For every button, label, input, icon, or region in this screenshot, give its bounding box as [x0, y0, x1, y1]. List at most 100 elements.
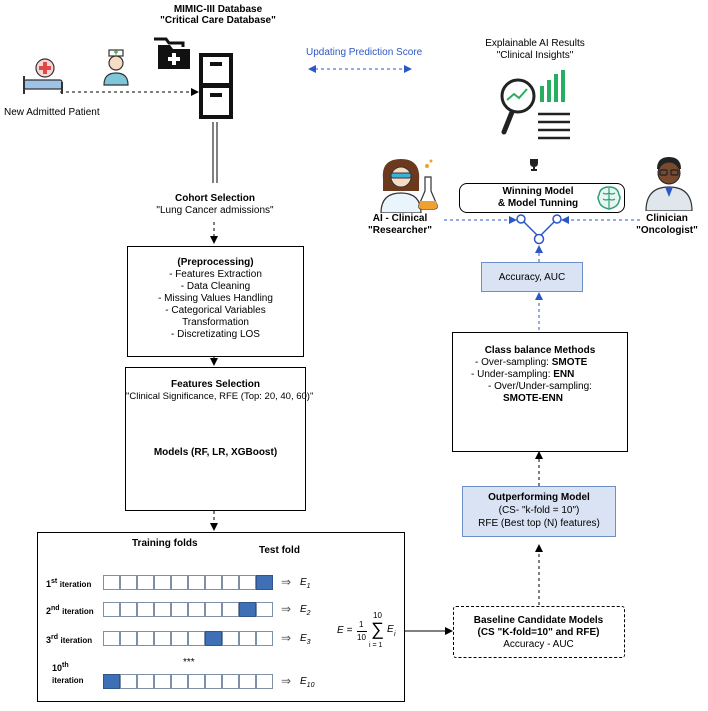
training-fold-cell [120, 631, 137, 646]
training-fold-cell [120, 602, 137, 617]
accuracy-box: Accuracy, AUC [481, 262, 583, 292]
winning-line2: & Model Tunning [497, 198, 579, 209]
preprocessing-item: - Missing Values Handling [158, 293, 273, 304]
undersampling-method: ENN [553, 369, 575, 380]
iteration-word: iteration [62, 607, 94, 616]
patient-label: New Admitted Patient [4, 107, 100, 118]
test-fold-cell [239, 602, 256, 617]
training-fold-cell [103, 602, 120, 617]
updating-label: Updating Prediction Score [306, 47, 423, 58]
training-fold-cell [120, 575, 137, 590]
formula-top: 10 [373, 611, 382, 620]
overunder-label: - Over/Under-sampling: [488, 381, 592, 392]
iteration-arrow-icon: ⇒ [281, 674, 292, 688]
cv-box [37, 532, 405, 702]
iteration-arrow-icon: ⇒ [281, 631, 292, 645]
training-fold-cell [188, 631, 205, 646]
database-title: MIMIC-III Database [173, 4, 263, 15]
iteration-word: iteration [59, 580, 92, 589]
trophy-icon [527, 158, 541, 172]
preprocessing-box: (Preprocessing) - Features Extraction - … [127, 246, 304, 357]
class-balance-box: Class balance Methods - Over-sampling: S… [452, 332, 628, 452]
iteration-label: 1st iteration [46, 576, 91, 591]
outperforming-box: Outperforming Model (CS- "k-fold = 10") … [462, 486, 616, 537]
researcher-icon [373, 157, 443, 214]
clinician-icon [644, 153, 694, 212]
features-title: Features Selection [171, 379, 260, 390]
formula-den: 10 [357, 633, 366, 642]
preprocessing-title: (Preprocessing) [177, 257, 254, 268]
researcher-line1: AI - Clinical [372, 213, 428, 224]
iteration-suffix: th [62, 662, 69, 669]
preprocessing-item: - Discretizating LOS [171, 329, 260, 340]
training-fold-cell [103, 631, 120, 646]
training-fold-cell [188, 674, 205, 689]
iteration-arrow-icon: ⇒ [281, 602, 292, 616]
training-fold-cell [137, 602, 154, 617]
magnifier-chart-icon [498, 70, 574, 148]
iteration-number: 10 [52, 663, 63, 673]
baseline-box: Baseline Candidate Models (CS "K-fold=10… [453, 606, 625, 658]
training-fold-cell [205, 674, 222, 689]
iteration-suffix: rd [51, 634, 59, 641]
outperforming-title: Outperforming Model [488, 492, 590, 503]
error-symbol: E [300, 577, 307, 588]
error-index: 1 [306, 583, 311, 590]
test-fold-cell [205, 631, 222, 646]
formula-bottom: i = 1 [369, 642, 383, 649]
iteration-label: 10th iteration [52, 660, 84, 687]
brain-icon [595, 184, 623, 212]
nurse-icon [101, 47, 131, 87]
training-fold-cell [239, 674, 256, 689]
training-fold-cell [154, 631, 171, 646]
training-fold-cell [171, 631, 188, 646]
clinician-line2: "Oncologist" [636, 225, 698, 236]
iteration-error: E10 [300, 676, 314, 692]
features-subtitle: "Clinical Significance, RFE (Top: 20, 40… [126, 391, 314, 402]
iteration-number: 2 [46, 606, 52, 616]
training-fold-cell [154, 674, 171, 689]
test-fold-cell [103, 674, 120, 689]
training-fold-cell [171, 575, 188, 590]
iteration-error: E2 [300, 604, 311, 620]
baseline-metric: Accuracy - AUC [503, 639, 574, 650]
iteration-number: 1 [46, 579, 52, 589]
training-fold-cell [137, 575, 154, 590]
models-label: Models (RF, LR, XGBoost) [153, 447, 278, 458]
iteration-word: iteration [60, 636, 93, 645]
error-index: 2 [306, 610, 311, 617]
error-symbol: E [300, 676, 307, 687]
network-icon [513, 212, 565, 248]
iteration-label: 3rd iteration [46, 632, 92, 647]
undersampling-label: - Under-sampling: [471, 369, 554, 380]
training-fold-cell [256, 602, 273, 617]
iteration-label: 2nd iteration [46, 603, 94, 618]
oversampling-line: - Over-sampling: SMOTE [475, 357, 587, 369]
error-symbol: E [300, 633, 307, 644]
folder-icon [152, 35, 192, 71]
test-fold-cell [256, 575, 273, 590]
training-fold-cell [205, 602, 222, 617]
oversampling-method: SMOTE [551, 357, 588, 368]
iteration-arrow-icon: ⇒ [281, 575, 292, 589]
training-fold-cell [222, 674, 239, 689]
training-folds-label: Training folds [132, 538, 198, 549]
xai-title: Explainable AI Results [485, 38, 585, 49]
preprocessing-item: - Data Cleaning [180, 281, 251, 292]
iteration-suffix: nd [51, 605, 60, 612]
iteration-error: E3 [300, 633, 311, 649]
cohort-title: Cohort Selection [174, 193, 255, 204]
oversampling-label: - Over-sampling: [475, 357, 552, 368]
outperforming-line1: (CS- "k-fold = 10") [498, 505, 580, 516]
training-fold-cell [171, 674, 188, 689]
iteration-word: iteration [52, 676, 84, 685]
formula-term: E [387, 624, 394, 635]
error-index: 10 [306, 682, 315, 689]
bed-icon [20, 56, 66, 96]
training-fold-cell [188, 602, 205, 617]
overunder-line: - Over/Under-sampling: [488, 381, 592, 393]
training-fold-cell [256, 631, 273, 646]
error-index: 3 [306, 639, 311, 646]
training-fold-cell [154, 602, 171, 617]
test-fold-label: Test fold [259, 545, 300, 556]
